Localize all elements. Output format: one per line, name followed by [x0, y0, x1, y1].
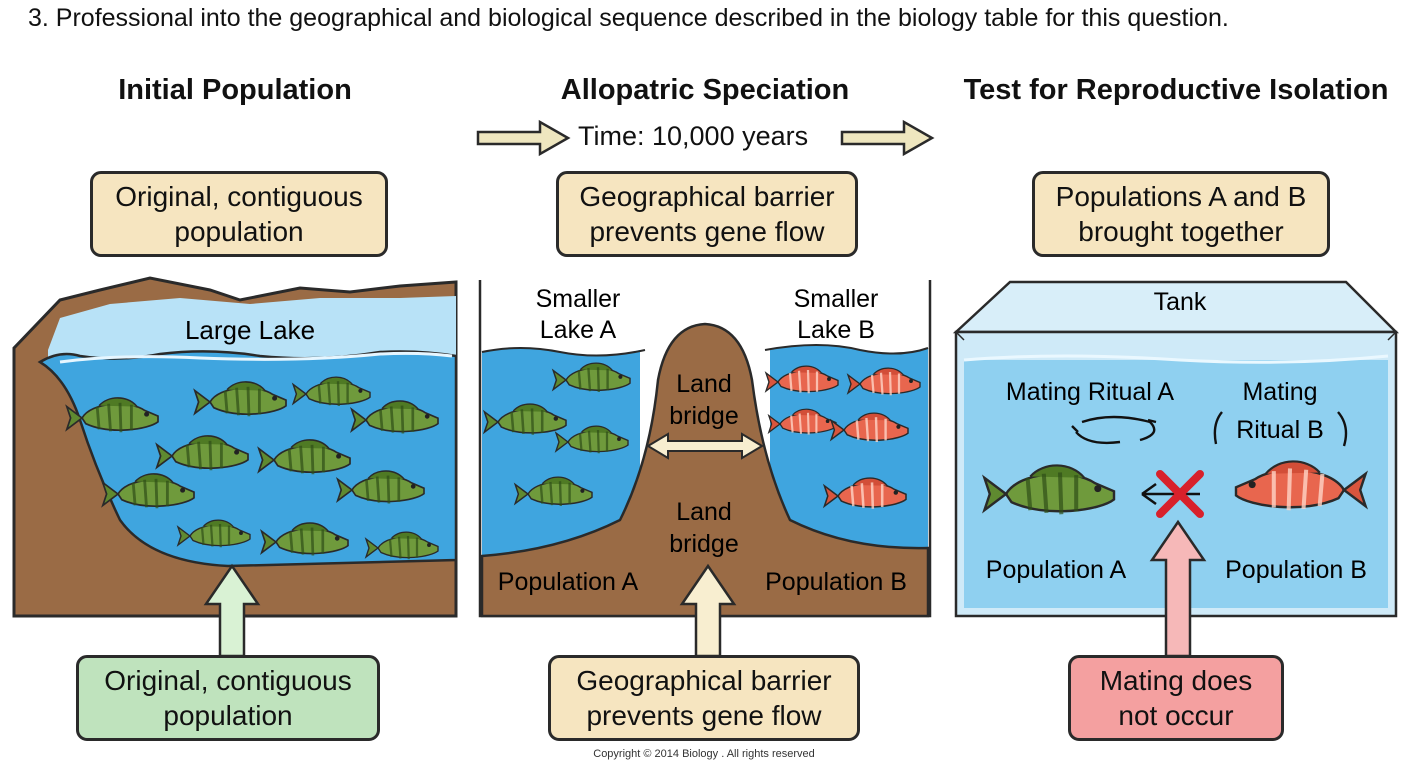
allopatric-up-arrow [679, 563, 737, 658]
ritual-a-arrowheads [1071, 418, 1157, 433]
land-bridge-double-arrow [646, 432, 764, 460]
large-lake-label: Large Lake [185, 315, 315, 345]
panel-title-test: Test for Reproductive Isolation [963, 74, 1389, 106]
test-up-arrow [1149, 519, 1207, 658]
blocked-left-arrow [1141, 482, 1200, 506]
tank-population-a-label: Population A [986, 556, 1127, 584]
allopatric-bottom-box: Geographical barrier prevents gene flow [548, 655, 860, 741]
initial-top-box: Original, contiguous population [90, 171, 388, 257]
tank-scene [952, 280, 1400, 618]
population-b-label: Population B [765, 568, 907, 596]
question-text: 3. Professional into the geographical an… [28, 4, 1229, 32]
panel-title-initial: Initial Population [118, 74, 352, 106]
mating-ritual-a-label: Mating Ritual A [1006, 378, 1174, 406]
mating-ritual-b-label-line1: Mating [1242, 378, 1317, 406]
initial-bottom-box: Original, contiguous population [76, 655, 380, 741]
copyright-notice: Copyright © 2014 Biology . All rights re… [593, 748, 815, 760]
test-bottom-box: Mating does not occur [1068, 655, 1284, 741]
time-arrow-right [840, 119, 935, 157]
ritual-b-arrows [1213, 411, 1348, 447]
ritual-a-circle-arrows [1075, 415, 1156, 445]
population-a-label: Population A [498, 568, 639, 596]
tank-label: Tank [1154, 288, 1207, 316]
allopatric-top-box: Geographical barrier prevents gene flow [556, 171, 858, 257]
test-top-box: Populations A and B brought together [1032, 171, 1330, 257]
time-label: Time: 10,000 years [578, 121, 809, 151]
initial-up-arrow [203, 563, 261, 658]
mating-ritual-b-label-line2: Ritual B [1236, 416, 1324, 444]
panel-title-allopatric: Allopatric Speciation [560, 74, 850, 106]
cross-icon [1156, 470, 1204, 518]
time-arrow-left [476, 119, 571, 157]
tank-population-b-label: Population B [1225, 556, 1367, 584]
